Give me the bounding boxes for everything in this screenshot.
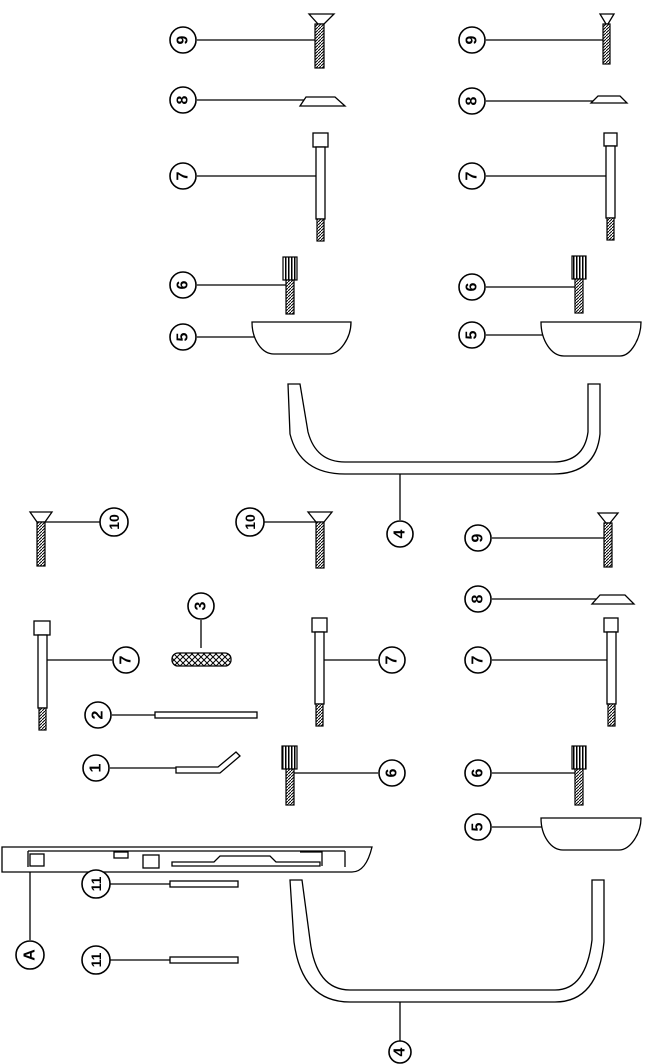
callout-2: 2 [84,701,112,729]
svg-text:7: 7 [384,655,401,664]
callout-8-upper-right: 8 [458,87,486,115]
svg-text:8: 8 [470,594,487,603]
svg-text:7: 7 [464,171,481,180]
svg-text:5: 5 [464,330,481,339]
screw-10-mid [264,511,334,569]
svg-text:3: 3 [193,601,210,610]
foot-5-lower-right [492,817,642,851]
svg-text:9: 9 [175,35,192,44]
svg-text:1: 1 [88,763,105,772]
svg-text:6: 6 [464,282,481,291]
svg-text:6: 6 [470,768,487,777]
callout-8-lower-right: 8 [464,585,492,613]
callout-5-lower-right: 5 [464,813,492,841]
screw-9-upper-left [197,13,336,69]
base-plate-assembly [1,846,373,940]
callout-9-upper-left: 9 [169,26,197,54]
callout-7-lower-right: 7 [464,646,492,674]
latch-1 [110,751,241,774]
callout-A: A [15,940,45,970]
svg-text:8: 8 [175,95,192,104]
svg-text:A: A [22,949,39,961]
callout-7-lower-left: 7 [112,646,140,674]
screw-9-lower-right [492,512,620,568]
svg-text:10: 10 [106,514,122,530]
svg-text:5: 5 [470,822,487,831]
handle-4-lower [289,879,605,1044]
foot-5-upper-right [486,321,642,357]
svg-text:5: 5 [175,332,192,341]
svg-text:11: 11 [88,876,104,891]
pin-7-lower-mid [311,617,378,727]
foot-5-upper-left [197,321,352,355]
callout-6-upper-left: 6 [169,271,197,299]
svg-text:8: 8 [464,96,481,105]
thumbscrew-6-upper-right [486,255,587,314]
svg-text:9: 9 [470,533,487,542]
thumbscrew-6-lower-mid [281,745,378,806]
callout-6-upper-right: 6 [458,273,486,301]
spring-3 [171,620,232,667]
callout-10-left: 10 [99,507,129,537]
plate-2 [112,711,258,719]
svg-text:7: 7 [470,655,487,664]
svg-text:6: 6 [175,280,192,289]
callout-10-mid: 10 [235,507,265,537]
cap-8-lower-right [492,594,636,605]
spacer-11-upper [110,880,239,888]
screw-9-upper-right [486,13,616,65]
callout-4-upper: 4 [386,520,414,548]
callout-7-upper-left: 7 [169,162,197,190]
pin-7-upper-left [197,132,329,242]
callout-5-upper-right: 5 [458,321,486,349]
svg-text:7: 7 [175,171,192,180]
handle-4-upper [287,383,601,520]
callout-3: 3 [187,592,215,620]
callout-7-lower-mid: 7 [378,646,406,674]
callout-6-lower-mid: 6 [378,759,406,787]
callout-4-lower: 4 [388,1040,412,1064]
svg-text:7: 7 [118,655,135,664]
svg-text:11: 11 [88,952,104,967]
pin-7-lower-right [492,617,619,727]
callout-9-upper-right: 9 [458,26,486,54]
callout-6-lower-right: 6 [464,759,492,787]
callout-9-lower-right: 9 [464,524,492,552]
svg-text:4: 4 [392,1047,409,1056]
pin-7-upper-right [486,132,618,241]
svg-text:2: 2 [90,710,107,719]
thumbscrew-6-lower-right [492,745,587,806]
callout-11-upper: 11 [81,869,111,899]
cap-8-upper-left [197,96,347,107]
svg-text:10: 10 [242,514,258,530]
cap-8-upper-right [486,95,629,104]
callout-11-lower: 11 [81,945,111,975]
screw-10-left [28,511,100,567]
callout-8-upper-left: 8 [169,86,197,114]
pin-7-lower-left [33,620,112,731]
callout-1: 1 [82,754,110,782]
thumbscrew-6-upper-left [197,256,298,315]
svg-text:9: 9 [464,35,481,44]
spacer-11-lower [110,956,239,964]
callout-5-upper-left: 5 [169,323,197,351]
svg-text:4: 4 [392,529,409,538]
svg-text:6: 6 [384,768,401,777]
callout-7-upper-right: 7 [458,162,486,190]
